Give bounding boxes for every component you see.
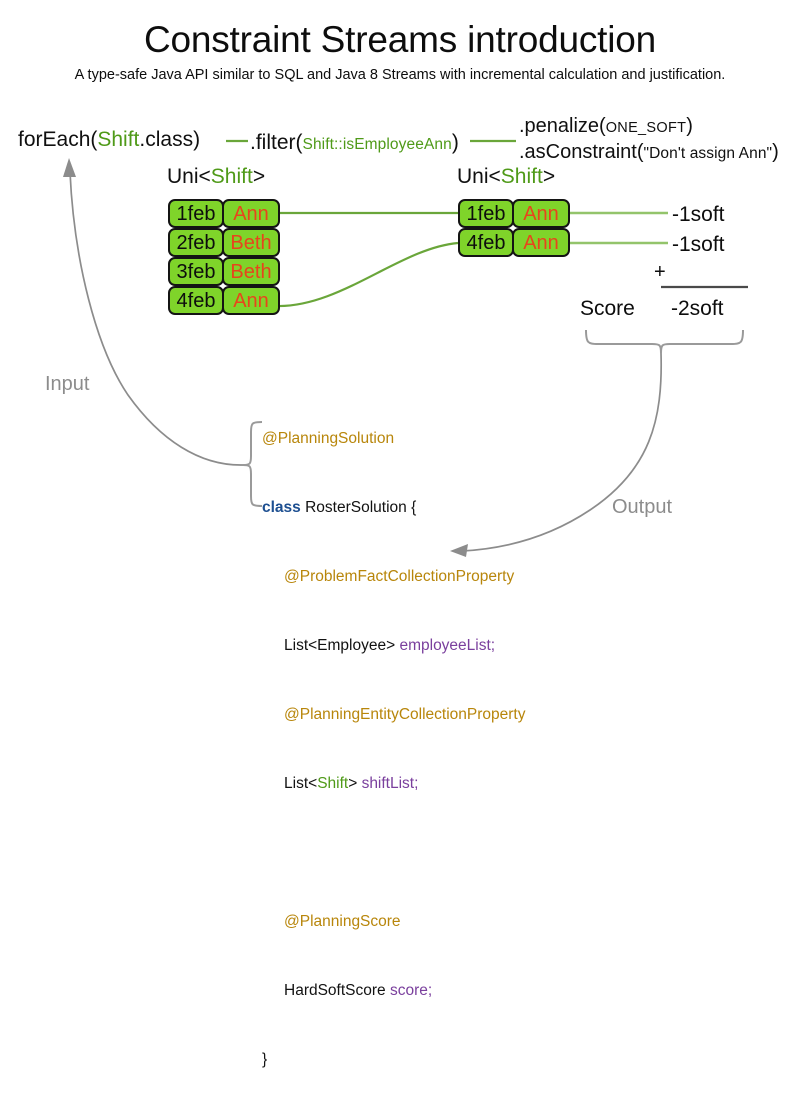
shift-date: 3feb <box>168 257 224 286</box>
shift-list-filtered: 1feb Ann 4feb Ann <box>458 199 570 257</box>
pipeline-stage-foreach: forEach(Shift.class) <box>18 127 200 153</box>
code-line: List<Shift> shiftList; <box>262 772 525 795</box>
annotation-planning-solution: @PlanningSolution <box>262 430 395 447</box>
stream-type-label-right: Uni<Shift> <box>457 165 555 189</box>
field-semicolon: ; <box>427 982 433 999</box>
pipeline-stage-penalize: .penalize(ONE_SOFT) <box>519 113 693 141</box>
input-arrow <box>69 171 244 466</box>
shift-employee: Ann <box>222 199 280 228</box>
shift-date: 2feb <box>168 228 224 257</box>
class-declaration: RosterSolution { <box>300 499 417 516</box>
page-subtitle: A type-safe Java API similar to SQL and … <box>74 67 726 83</box>
shift-employee: Ann <box>512 228 570 257</box>
shift-date: 4feb <box>168 286 224 315</box>
stream-type-label-left: Uni<Shift> <box>167 165 265 189</box>
code-line-blank <box>262 841 525 864</box>
as-constraint-argument: "Don't assign Ann" <box>643 145 773 162</box>
field-semicolon: ; <box>414 775 419 792</box>
shift-employee: Beth <box>222 257 280 286</box>
field-name-employee-list: employeeList <box>399 637 491 654</box>
score-sum-operator: + <box>654 261 666 283</box>
as-constraint-suffix: ) <box>772 141 779 163</box>
field-semicolon: ; <box>490 637 496 654</box>
uni-right-prefix: Uni< <box>457 165 501 188</box>
filter-suffix: ) <box>451 131 459 154</box>
penalize-prefix: .penalize( <box>519 115 606 137</box>
shift-list-input: 1feb Ann 2feb Beth 3feb Beth 4feb Ann <box>168 199 280 315</box>
code-line: @ProblemFactCollectionProperty <box>262 565 525 588</box>
foreach-suffix: .class) <box>139 128 201 151</box>
code-line: List<Employee> employeeList; <box>262 634 525 657</box>
score-total-value: -2soft <box>671 297 724 320</box>
shift-row[interactable]: 1feb Ann <box>168 199 280 228</box>
code-line: HardSoftScore score; <box>262 979 525 1002</box>
shift-row[interactable]: 4feb Ann <box>168 286 280 315</box>
shift-row[interactable]: 1feb Ann <box>458 199 570 228</box>
keyword-class: class <box>262 499 301 516</box>
penalize-suffix: ) <box>686 115 693 137</box>
score-brace <box>585 329 744 354</box>
code-line: @PlanningScore <box>262 910 525 933</box>
uni-left-generic: Shift <box>210 165 253 188</box>
penalty-value-1: -1soft <box>672 203 725 226</box>
shift-row[interactable]: 4feb Ann <box>458 228 570 257</box>
class-closing-brace: } <box>262 1051 268 1068</box>
foreach-prefix: forEach( <box>18 128 98 151</box>
field-type-shift-list-open: List< <box>284 775 318 792</box>
pipeline-stage-filter: .filter(Shift::isEmployeeAnn) <box>250 130 459 158</box>
penalize-argument: ONE_SOFT <box>605 120 687 136</box>
code-line: } <box>262 1048 525 1071</box>
uni-left-prefix: Uni< <box>167 165 211 188</box>
shift-date: 1feb <box>168 199 224 228</box>
shift-employee: Beth <box>222 228 280 257</box>
pipeline-stage-as-constraint: .asConstraint("Don't assign Ann") <box>519 139 779 167</box>
code-line: @PlanningSolution <box>262 427 525 450</box>
uni-right-generic: Shift <box>500 165 543 188</box>
page-title: Constraint Streams introduction <box>143 19 657 60</box>
shift-row[interactable]: 3feb Beth <box>168 257 280 286</box>
annotation-planning-entity-collection-property: @PlanningEntityCollectionProperty <box>284 706 526 723</box>
score-label: Score <box>580 297 635 320</box>
field-name-score: score <box>389 982 428 999</box>
annotation-planning-score: @PlanningScore <box>284 913 401 930</box>
penalty-value-2: -1soft <box>672 233 725 256</box>
field-type-score: HardSoftScore <box>284 982 390 999</box>
code-brace <box>242 421 263 507</box>
field-type-shift-list-close: > <box>348 775 362 792</box>
shift-row[interactable]: 2feb Beth <box>168 228 280 257</box>
filter-argument: Shift::isEmployeeAnn <box>302 136 452 153</box>
filter-prefix: .filter( <box>250 131 303 154</box>
code-block: @PlanningSolution class RosterSolution {… <box>262 381 525 1117</box>
uni-left-suffix: > <box>252 165 266 188</box>
code-line: @PlanningEntityCollectionProperty <box>262 703 525 726</box>
shift-employee: Ann <box>222 286 280 315</box>
output-arrow <box>461 352 663 552</box>
uni-right-suffix: > <box>542 165 556 188</box>
field-type-employee-list: List<Employee> <box>284 637 400 654</box>
input-arrowhead <box>63 158 76 177</box>
shift-employee: Ann <box>512 199 570 228</box>
output-arrowhead <box>450 544 468 557</box>
output-label: Output <box>612 496 673 518</box>
stream-link-row4 <box>275 241 459 308</box>
as-constraint-prefix: .asConstraint( <box>519 141 644 163</box>
shift-date: 4feb <box>458 228 514 257</box>
input-label: Input <box>45 373 90 395</box>
field-name-shift-list: shiftList <box>361 775 415 792</box>
annotation-problem-fact-collection-property: @ProblemFactCollectionProperty <box>284 568 515 585</box>
foreach-type: Shift <box>97 128 140 151</box>
code-line: class RosterSolution { <box>262 496 525 519</box>
shift-date: 1feb <box>458 199 514 228</box>
diagram-canvas: Constraint Streams introduction A type-s… <box>18 19 779 1068</box>
connector-layer <box>63 139 748 557</box>
field-generic-shift: Shift <box>317 775 349 792</box>
